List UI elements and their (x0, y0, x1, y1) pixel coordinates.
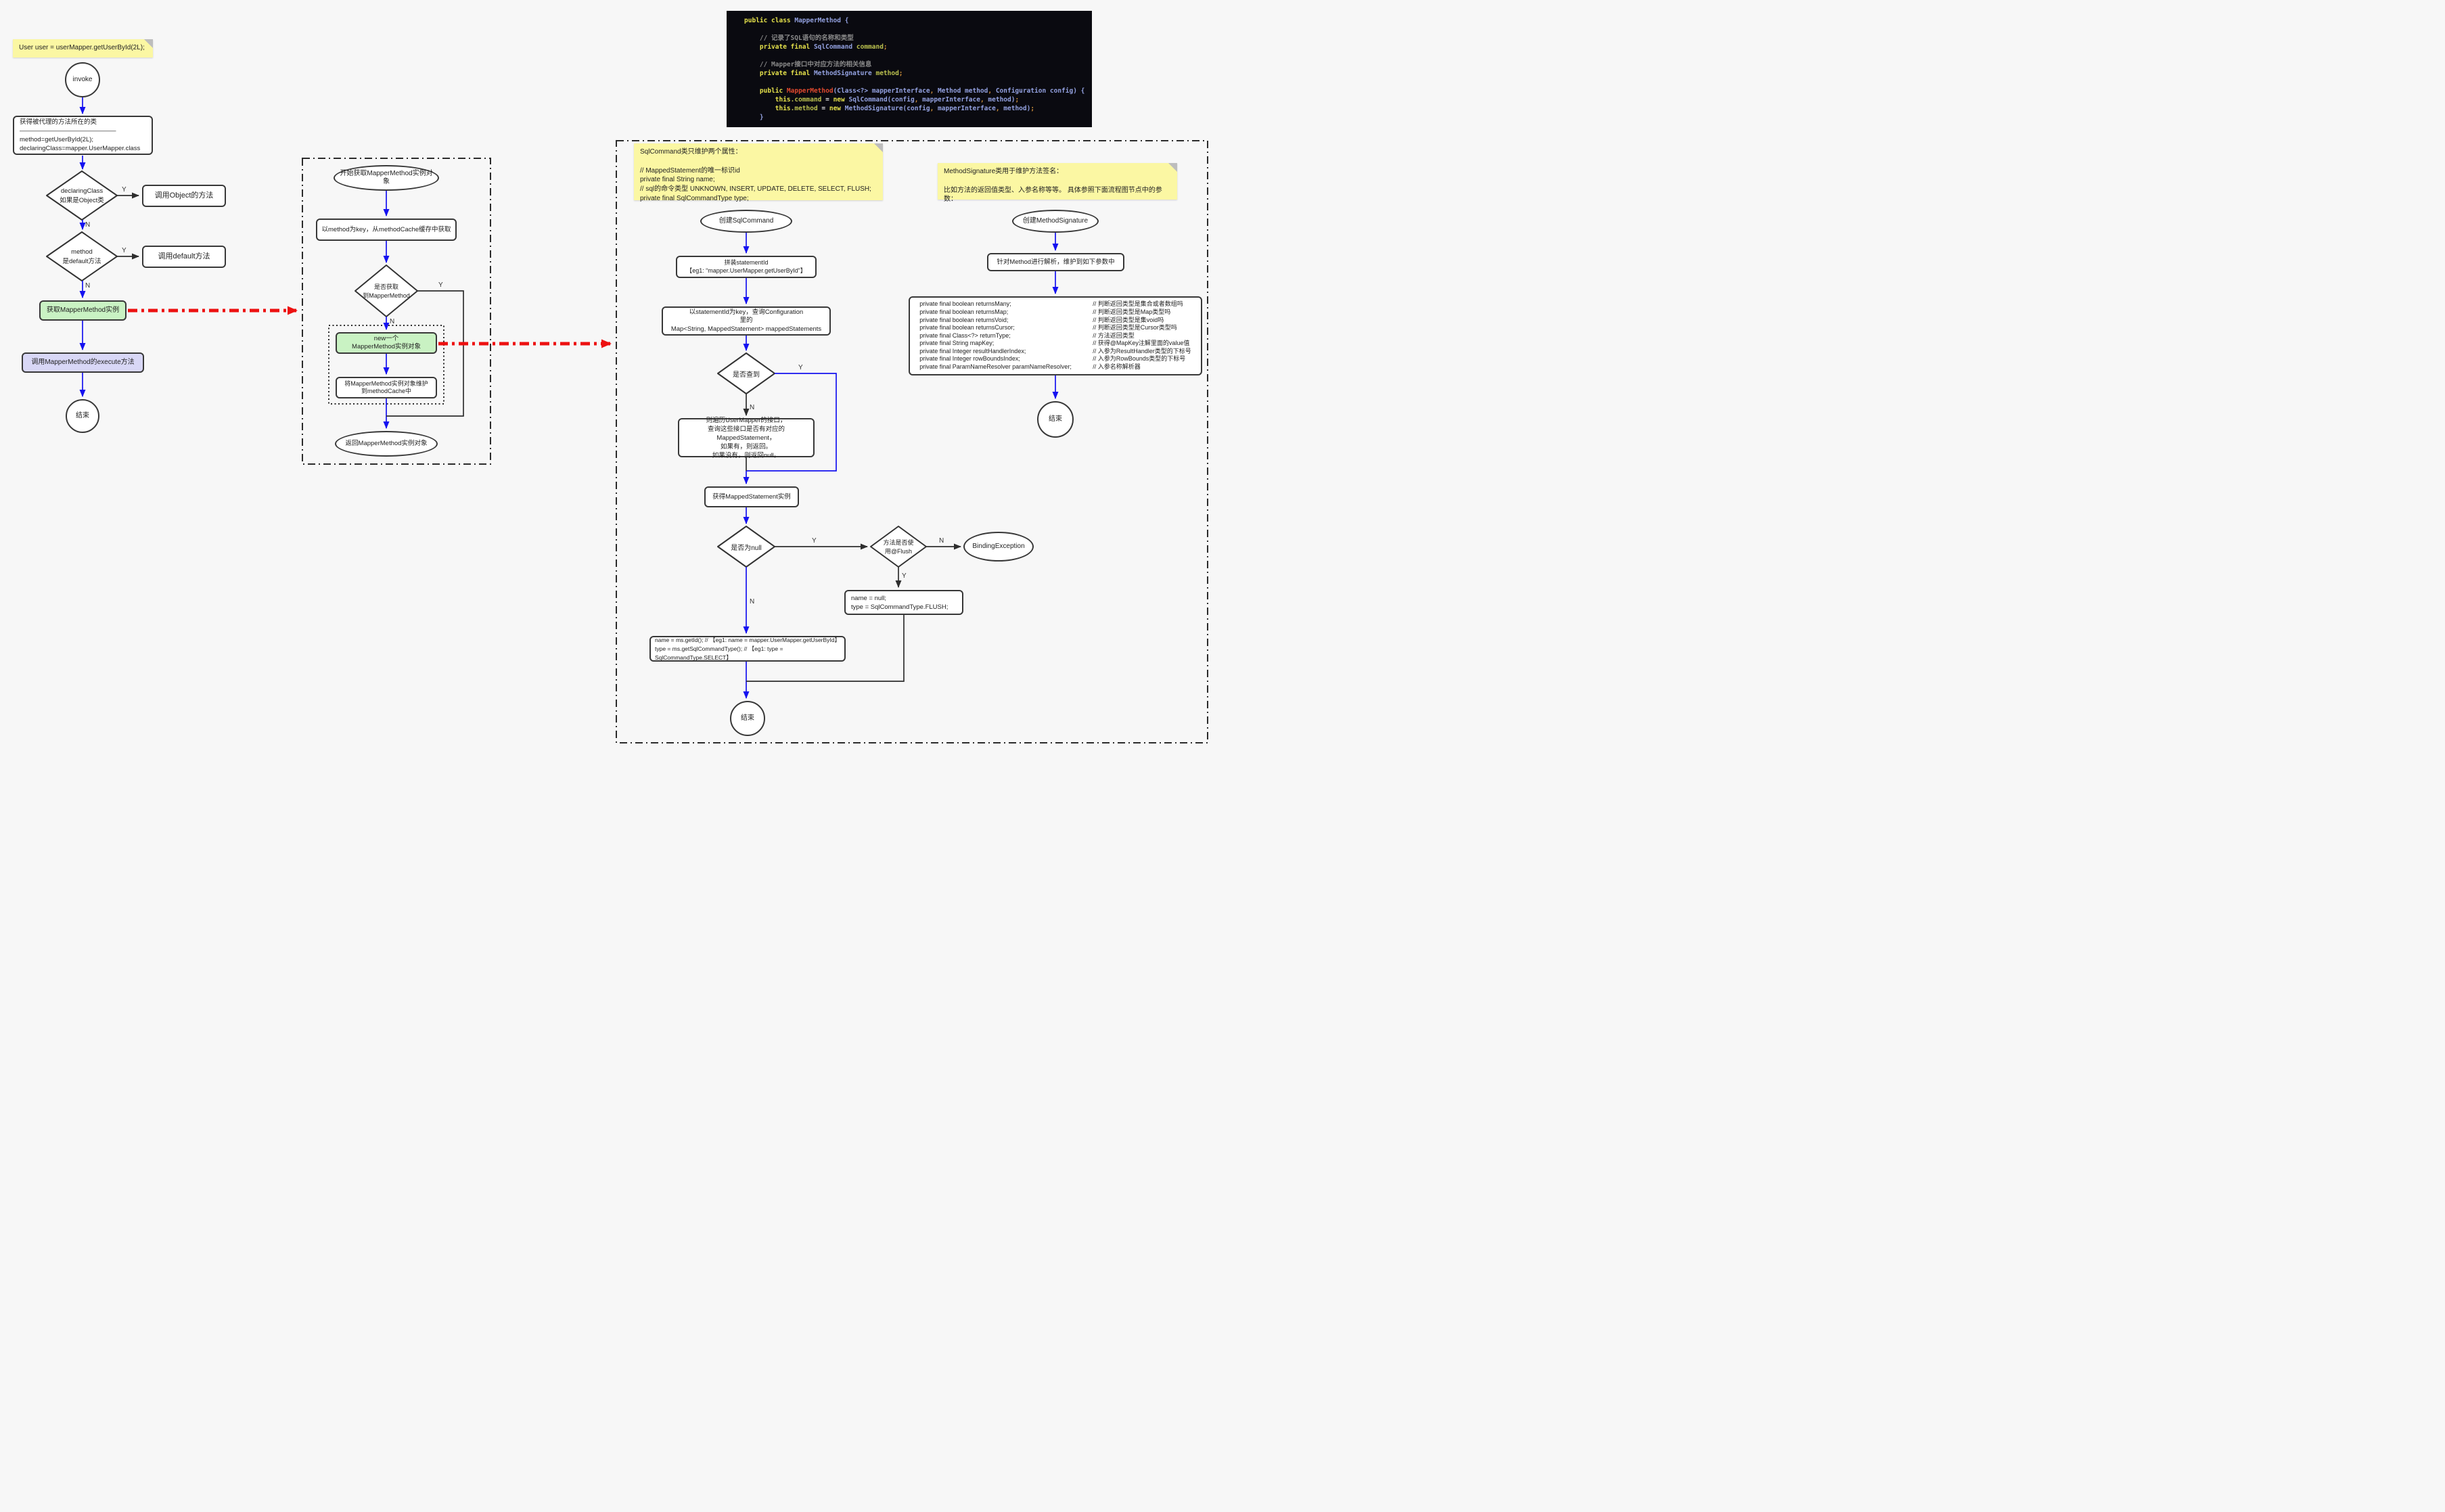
field-comment: // 判断返回类型是Map类型吗 (1093, 308, 1171, 315)
code-line: // Mapper接口中对应方法的相关信息 (744, 61, 872, 68)
decision-is-object-label: declaringClass 如果是Object类 (60, 187, 104, 204)
field-decl: private final Integer rowBoundsIndex; (919, 355, 1020, 363)
sticky-note-user-call: User user = userMapper.getUserById(2L); (13, 39, 153, 58)
call-execute-node: 调用MapperMethod的execute方法 (22, 352, 144, 373)
flowchart-page: User user = userMapper.getUserById(2L); … (0, 0, 1222, 756)
decision-found-cache-label: 是否获取 到MapperMethod (363, 283, 410, 299)
field-decl: private final Class<?> returnType; (919, 331, 1011, 339)
field-decl: private final boolean returnsMap; (919, 308, 1009, 315)
middle-flow-container (302, 158, 491, 465)
new-mapper-method-node: new一个 MapperMethod实例对象 (336, 332, 437, 354)
build-statement-id-node: 拼装statementId 【eg1: “mapper.UserMapper.g… (676, 256, 817, 278)
branch-label-yes: Y (122, 186, 127, 193)
signature-end-node: 结束 (1037, 401, 1074, 438)
field-decl: private final boolean returnsVoid; (919, 316, 1009, 323)
branch-label-yes: Y (122, 247, 127, 254)
cache-put-node: 将MapperMethod实例对象维护 到methodCache中 (336, 377, 437, 398)
return-mapper-method-node: 返回MapperMethod实例对象 (335, 431, 438, 457)
code-line: this.command = new SqlCommand(config, ma… (744, 96, 1020, 104)
branch-label-yes: Y (438, 281, 443, 289)
field-decl: private final boolean returnsMany; (919, 300, 1011, 308)
start-invoke-node: invoke (65, 62, 100, 97)
decision-is-null-label: 是否为null (731, 544, 762, 552)
middle-start-node: 开始获取MapperMethod实例对象 (334, 165, 439, 191)
branch-label-yes: Y (798, 364, 803, 371)
parse-method-node: 针对Method进行解析，维护到如下参数中 (987, 253, 1124, 271)
create-sqlcommand-node: 创建SqlCommand (700, 210, 792, 233)
field-comment: // 方法返回类型 (1093, 331, 1135, 339)
field-comment: // 入参为RowBounds类型的下标号 (1093, 355, 1186, 363)
code-line: } (744, 114, 764, 121)
field-comment: // 判断返回类型是Cursor类型吗 (1093, 324, 1177, 331)
code-block: public class MapperMethod { // 记录了SQL语句的… (727, 11, 1092, 127)
branch-label-no: N (390, 318, 395, 325)
flush-assign-node: name = null; type = SqlCommandType.FLUSH… (844, 590, 963, 615)
decision-use-flush-label: 方法是否使 用@Flush (883, 539, 914, 555)
branch-label-no: N (750, 404, 755, 411)
branch-label-no: N (750, 598, 755, 605)
call-object-method-node: 调用Object的方法 (142, 185, 226, 207)
decision-sql-found-label: 是否查到 (733, 371, 760, 379)
assign-name-type-node: name = ms.getId(); // 【eg1: name = mappe… (649, 636, 846, 662)
query-configuration-node: 以statementId为key，查询Configuration 里的 Map<… (662, 306, 831, 336)
cache-get-node: 以method为key，从methodCache缓存中获取 (316, 219, 457, 241)
branch-label-no: N (85, 282, 91, 290)
code-line (744, 25, 1088, 34)
code-line: public MapperMethod(Class<?> mapperInter… (744, 87, 1085, 95)
code-line: this.method = new MethodSignature(config… (744, 105, 1035, 112)
traverse-mapper-node: 则遍历UserMapper的接口， 查询这些接口是否有对应的MappedStat… (678, 417, 815, 459)
code-line: private final SqlCommand command; (744, 43, 888, 51)
sql-end-node: 结束 (730, 701, 765, 736)
connector-layer (46, 97, 1208, 743)
binding-exception-node: BindingException (963, 532, 1034, 562)
field-comment: // 判断返回类型是集void吗 (1093, 316, 1164, 323)
branch-label-yes: Y (812, 537, 817, 545)
signature-fields-node: private final boolean returnsMany; // 判断返… (909, 296, 1202, 375)
branch-label-no: N (939, 537, 944, 545)
get-mapper-method-node: 获取MapperMethod实例 (39, 300, 127, 321)
code-line (744, 78, 1088, 87)
field-decl: private final boolean returnsCursor; (919, 324, 1015, 331)
sticky-note-methodsignature: MethodSignature类用于维护方法签名： 比如方法的返回值类型、入参名… (938, 163, 1177, 203)
get-declaring-class-node: 获得被代理的方法所在的类 ——————————————— method=getU… (13, 116, 153, 155)
code-line: public class MapperMethod { (744, 17, 849, 24)
field-comment: // 入参为ResultHandler类型的下标号 (1093, 347, 1191, 354)
field-decl: private final ParamNameResolver paramNam… (919, 363, 1072, 371)
code-line: private final MethodSignature method; (744, 70, 903, 77)
call-default-method-node: 调用default方法 (142, 246, 226, 268)
field-comment: // 获得@MapKey注解里面的value值 (1093, 340, 1190, 347)
get-mapped-statement-node: 获得MappedStatement实例 (704, 486, 799, 507)
decision-is-default-label: method 是default方法 (62, 248, 101, 265)
field-comment: // 判断返回类型是集合或者数组吗 (1093, 300, 1183, 308)
field-decl: private final Integer resultHandlerIndex… (919, 347, 1026, 354)
field-comment: // 入参名称解析器 (1093, 363, 1141, 371)
left-end-node: 结束 (66, 399, 99, 433)
code-line: // 记录了SQL语句的名称和类型 (744, 35, 854, 42)
code-line (744, 51, 1088, 60)
branch-label-yes: Y (902, 572, 907, 580)
branch-label-no: N (85, 221, 91, 229)
sticky-note-sqlcommand: SqlCommand类只维护两个属性： // MappedStatement的唯… (634, 143, 883, 202)
right-flow-container (616, 140, 1208, 743)
create-methodsignature-node: 创建MethodSignature (1012, 210, 1099, 233)
field-decl: private final String mapKey; (919, 340, 995, 347)
